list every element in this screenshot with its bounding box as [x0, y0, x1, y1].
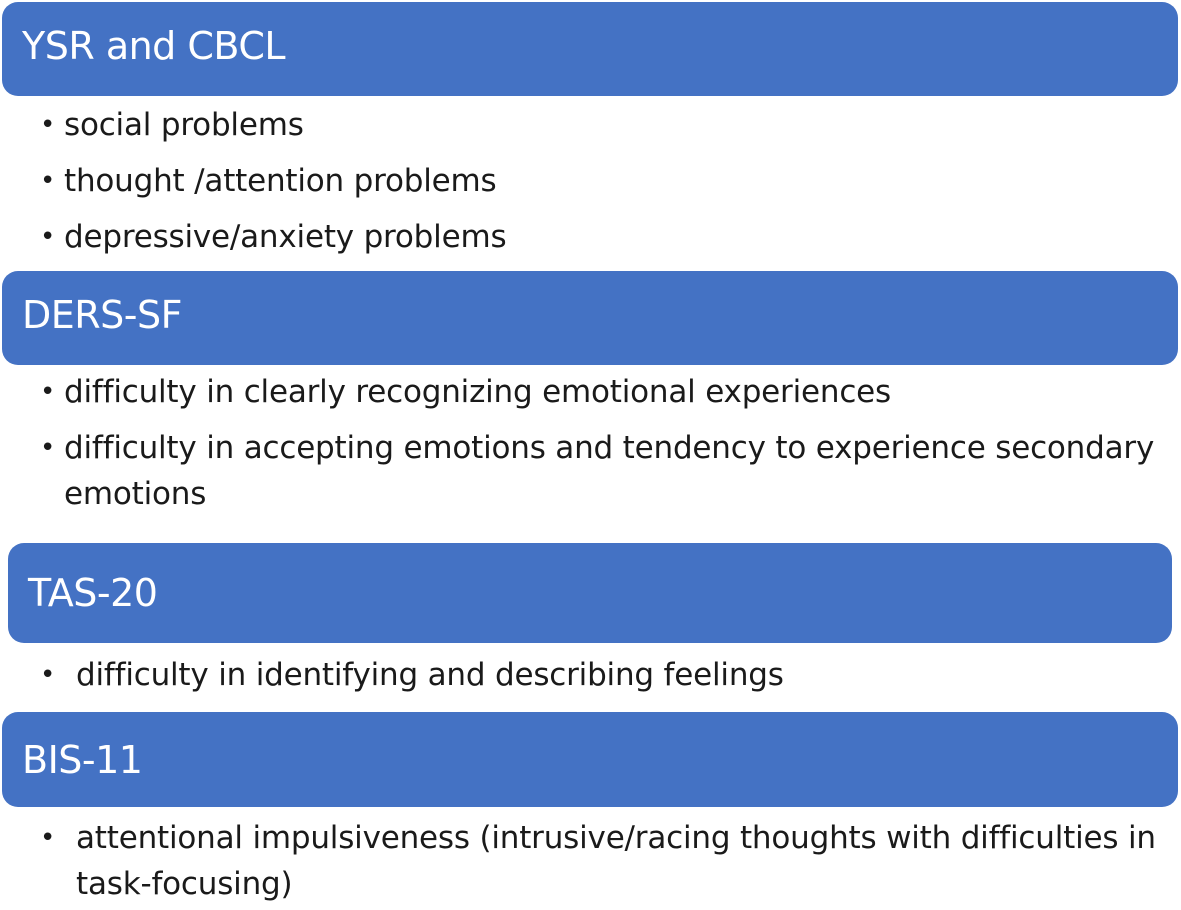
- bullet-icon: •: [40, 377, 56, 407]
- section-header-ysr-cbcl: YSR and CBCL: [2, 2, 1178, 96]
- list-item: •difficulty in clearly recognizing emoti…: [40, 364, 1160, 420]
- list-item: •difficulty in identifying and describin…: [40, 647, 1160, 703]
- section-header-bis-11: BIS-11: [2, 712, 1178, 807]
- bullet-icon: •: [40, 660, 56, 690]
- bullet-list-ysr-cbcl: •social problems •thought /attention pro…: [40, 97, 1160, 265]
- section-header-ders-sf: DERS-SF: [2, 271, 1178, 365]
- list-item: •thought /attention problems: [40, 153, 1160, 209]
- bullet-icon: •: [40, 433, 56, 463]
- bullet-icon: •: [40, 110, 56, 140]
- list-item: •difficulty in accepting emotions and te…: [40, 420, 1160, 517]
- bullet-list-tas-20: •difficulty in identifying and describin…: [40, 647, 1160, 703]
- bullet-icon: •: [40, 823, 56, 853]
- bullet-icon: •: [40, 222, 56, 252]
- list-item: •social problems: [40, 97, 1160, 153]
- bullet-icon: •: [40, 166, 56, 196]
- bullet-list-ders-sf: •difficulty in clearly recognizing emoti…: [40, 364, 1160, 517]
- list-item: •depressive/anxiety problems: [40, 209, 1160, 265]
- section-header-tas-20: TAS-20: [8, 543, 1172, 643]
- list-item: •attentional impulsiveness (intrusive/ra…: [40, 810, 1160, 907]
- bullet-list-bis-11: •attentional impulsiveness (intrusive/ra…: [40, 810, 1160, 907]
